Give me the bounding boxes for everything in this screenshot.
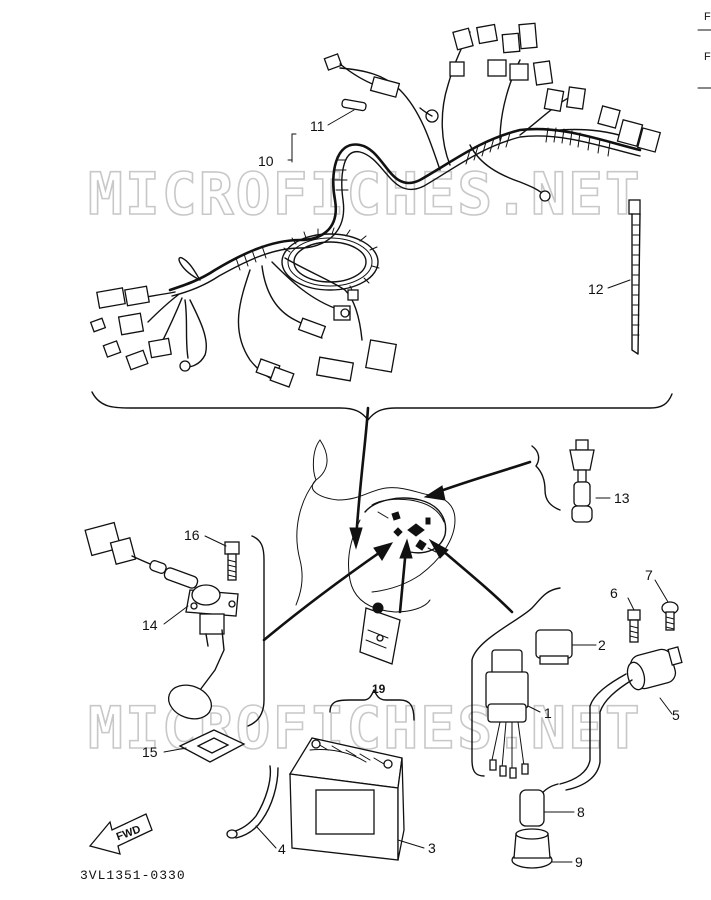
screw-6-part: [627, 609, 641, 643]
callout-1: 1: [544, 705, 552, 721]
corner-text-1: F: [704, 11, 711, 23]
battery-part: [288, 737, 405, 861]
ignition-coil-part: [559, 646, 683, 791]
callout-19: 19: [372, 682, 386, 696]
item-13-part: [569, 439, 595, 523]
motorcycle-outline: [295, 439, 456, 613]
callout-11: 11: [310, 118, 325, 134]
callout-13: 13: [614, 490, 630, 506]
corner-text-2: F: [704, 51, 711, 63]
fuse-part: [341, 98, 367, 112]
harness-bracket: [91, 391, 673, 421]
callout-14: 14: [142, 617, 158, 633]
callout-leaders: [163, 109, 673, 863]
callout-12: 12: [588, 281, 604, 297]
callout-2: 2: [598, 637, 606, 653]
fuel-sender-part: [84, 521, 239, 720]
plug-cap-part: [519, 783, 559, 827]
leader-arrows: [262, 406, 532, 642]
plug-cover-part: [511, 828, 553, 869]
callout-9: 9: [575, 854, 583, 870]
watermark-top: MICROFICHES.NET: [88, 160, 642, 228]
item-19-part: [359, 602, 401, 665]
callout-4: 4: [278, 841, 286, 857]
screw-7-part: [661, 601, 679, 631]
callout-labels: 1 2 3 4 5 6 7 8 9 10 11 12 13 14 15 16 1…: [142, 118, 680, 870]
callout-5: 5: [672, 707, 680, 723]
fwd-arrow-icon: FWD: [88, 813, 153, 855]
hose-part: [226, 765, 279, 839]
callout-15: 15: [142, 744, 158, 760]
document-code: 3VL1351-0330: [80, 868, 186, 883]
callout-16: 16: [184, 527, 200, 543]
gasket-part: [178, 729, 246, 763]
callout-6: 6: [610, 585, 618, 601]
relay-part: [535, 629, 573, 665]
callout-3: 3: [428, 840, 436, 856]
bolt-16-part: [224, 541, 240, 581]
callout-10: 10: [258, 153, 274, 169]
cable-tie-part: [628, 199, 641, 355]
callout-7: 7: [645, 567, 653, 583]
item-1-part: [485, 649, 529, 779]
wire-harness: [89, 22, 662, 388]
callout-8: 8: [577, 804, 585, 820]
